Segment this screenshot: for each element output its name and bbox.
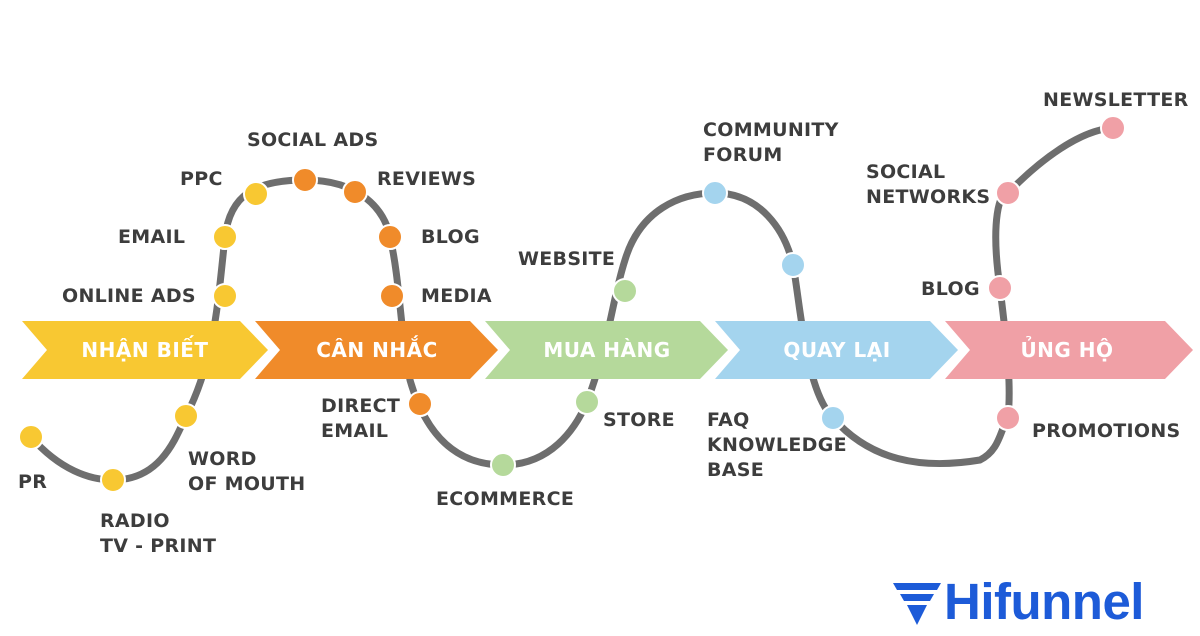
dot-social-ads	[292, 167, 318, 193]
dot-website	[612, 278, 638, 304]
dot-radio	[100, 467, 126, 493]
label-ecommerce: ECOMMERCE	[436, 488, 575, 510]
funnel-icon	[893, 583, 941, 625]
label-radio: RADIO TV - PRINT	[100, 510, 217, 557]
label-promotions: PROMOTIONS	[1032, 420, 1181, 442]
dot-promotions	[995, 405, 1021, 431]
dot-online-ads	[212, 283, 238, 309]
dot-retention-mid	[780, 252, 806, 278]
label-website: WEBSITE	[518, 248, 616, 270]
label-pr: PR	[18, 471, 48, 493]
hifunnel-logo	[893, 583, 941, 625]
label-email: EMAIL	[118, 226, 186, 248]
dot-community-forum	[702, 180, 728, 206]
stage-label-consideration: CÂN NHẮC	[316, 338, 438, 362]
label-ppc: PPC	[180, 168, 223, 190]
dot-social-networks	[995, 180, 1021, 206]
label-newsletter: NEWSLETTER	[1043, 89, 1189, 111]
label-online-ads: ONLINE ADS	[62, 285, 196, 307]
label-word-of-mouth: WORD OF MOUTH	[188, 448, 306, 495]
dot-media	[379, 283, 405, 309]
dot-direct-email	[407, 391, 433, 417]
stage-label-retention: QUAY LẠI	[783, 338, 891, 362]
label-store: STORE	[603, 409, 675, 431]
stage-label-awareness: NHẬN BIẾT	[81, 338, 209, 362]
dot-ecommerce	[490, 452, 516, 478]
label-faq: FAQ KNOWLEDGE BASE	[707, 409, 847, 481]
dot-blog-advocacy	[987, 275, 1013, 301]
logo-wordmark: Hifunnel	[944, 573, 1144, 630]
stage-arrow-retention	[715, 321, 958, 379]
stage-arrow-consideration	[255, 321, 498, 379]
touchpoint-dots	[18, 115, 1126, 493]
dot-ppc	[243, 181, 269, 207]
dot-pr	[18, 424, 44, 450]
stage-label-advocacy: ỦNG HỘ	[1020, 338, 1114, 362]
stage-label-purchase: MUA HÀNG	[543, 338, 671, 362]
label-blog-consider: BLOG	[421, 226, 480, 248]
dot-newsletter	[1100, 115, 1126, 141]
label-blog-advocacy: BLOG	[921, 278, 980, 300]
label-community-forum: COMMUNITY FORUM	[703, 119, 839, 166]
label-social-networks: SOCIAL NETWORKS	[866, 161, 991, 208]
stage-arrow-awareness	[22, 321, 268, 379]
dot-faq	[820, 405, 846, 431]
dot-reviews	[342, 179, 368, 205]
dot-email	[212, 224, 238, 250]
dot-blog-consider	[377, 224, 403, 250]
label-media: MEDIA	[421, 285, 492, 307]
label-reviews: REVIEWS	[377, 168, 477, 190]
dot-word-of-mouth	[173, 403, 199, 429]
label-direct-email: DIRECT EMAIL	[321, 395, 401, 442]
stage-arrow-purchase	[485, 321, 728, 379]
stage-arrow-advocacy	[945, 321, 1193, 379]
dot-store	[574, 389, 600, 415]
label-social-ads: SOCIAL ADS	[247, 129, 379, 151]
